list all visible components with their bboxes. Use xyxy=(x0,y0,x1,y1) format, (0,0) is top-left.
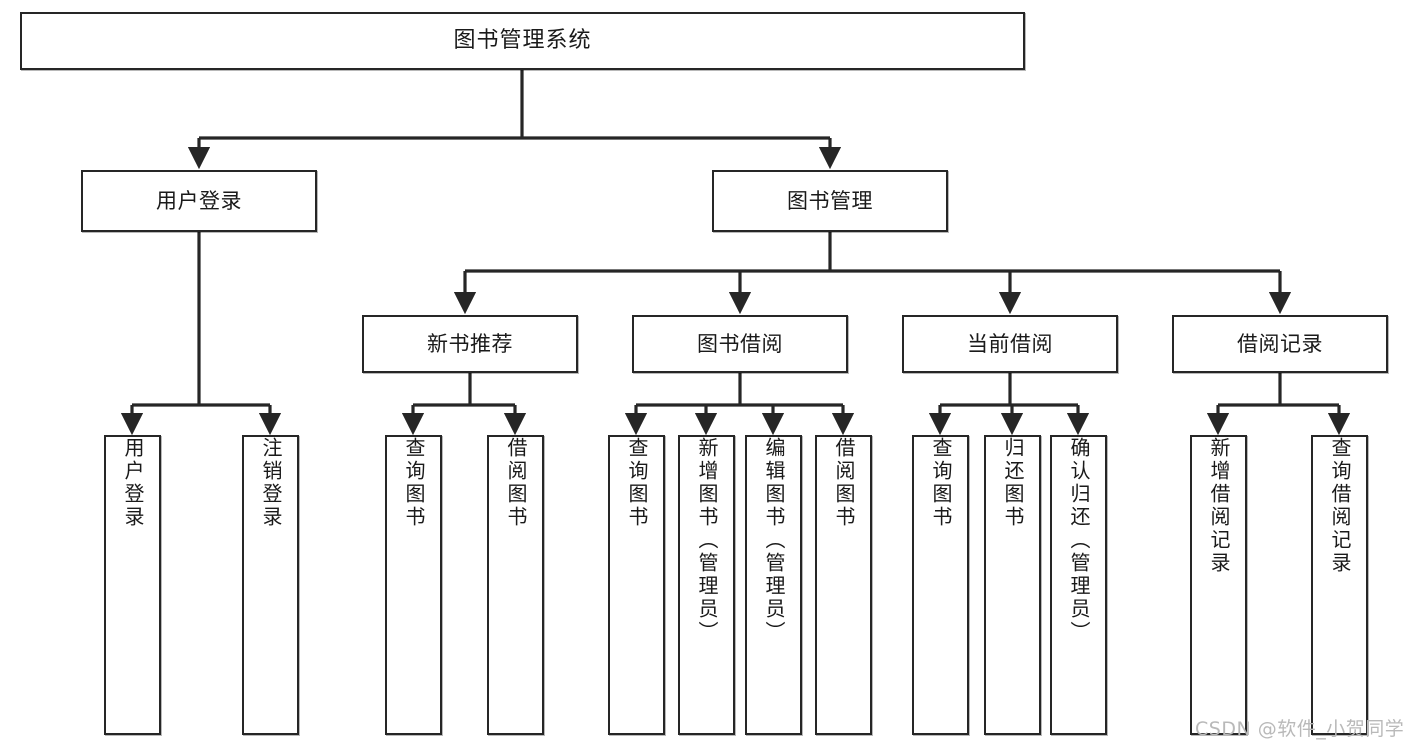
node-leaf-borrow-book-1[interactable]: 借阅图书 xyxy=(487,435,544,735)
node-root[interactable]: 图书管理系统 xyxy=(20,12,1025,70)
node-root-label: 图书管理系统 xyxy=(453,28,592,54)
node-leaf-add-record-label: 新增借阅记录 xyxy=(1207,437,1231,575)
node-leaf-confirm-return[interactable]: 确认归还（管理员） xyxy=(1050,435,1107,735)
node-new-book-rec-label: 新书推荐 xyxy=(427,331,513,356)
node-leaf-query-book-2[interactable]: 查询图书 xyxy=(608,435,665,735)
node-leaf-query-book-1-label: 查询图书 xyxy=(402,437,426,529)
node-current-borrow-label: 当前借阅 xyxy=(967,331,1053,356)
node-leaf-borrow-book-2[interactable]: 借阅图书 xyxy=(815,435,872,735)
node-leaf-user-login-label: 用户登录 xyxy=(121,437,145,529)
node-leaf-borrow-book-2-label: 借阅图书 xyxy=(832,437,856,529)
watermark-text: CSDN @软件_小贺同学 xyxy=(1195,718,1405,740)
node-user-login-label: 用户登录 xyxy=(156,188,242,213)
node-leaf-query-book-1[interactable]: 查询图书 xyxy=(385,435,442,735)
node-book-borrow-label: 图书借阅 xyxy=(697,331,783,356)
node-leaf-user-login[interactable]: 用户登录 xyxy=(104,435,161,735)
node-leaf-edit-book-label: 编辑图书（管理员） xyxy=(762,437,786,644)
node-leaf-query-book-2-label: 查询图书 xyxy=(625,437,649,529)
node-book-manage-label: 图书管理 xyxy=(787,188,873,213)
node-leaf-query-book-3[interactable]: 查询图书 xyxy=(912,435,969,735)
node-leaf-return-book[interactable]: 归还图书 xyxy=(984,435,1041,735)
node-leaf-confirm-return-label: 确认归还（管理员） xyxy=(1067,437,1091,644)
node-book-manage[interactable]: 图书管理 xyxy=(712,170,948,232)
node-current-borrow[interactable]: 当前借阅 xyxy=(902,315,1118,373)
node-leaf-query-book-3-label: 查询图书 xyxy=(929,437,953,529)
node-leaf-logout-label: 注销登录 xyxy=(259,437,283,529)
node-leaf-query-record-label: 查询借阅记录 xyxy=(1328,437,1352,575)
node-leaf-query-record[interactable]: 查询借阅记录 xyxy=(1311,435,1368,735)
node-leaf-return-book-label: 归还图书 xyxy=(1001,437,1025,529)
node-new-book-rec[interactable]: 新书推荐 xyxy=(362,315,578,373)
node-leaf-logout[interactable]: 注销登录 xyxy=(242,435,299,735)
node-leaf-add-record[interactable]: 新增借阅记录 xyxy=(1190,435,1247,735)
node-leaf-add-book-label: 新增图书（管理员） xyxy=(695,437,719,644)
node-leaf-edit-book[interactable]: 编辑图书（管理员） xyxy=(745,435,802,735)
node-borrow-record-label: 借阅记录 xyxy=(1237,331,1323,356)
node-borrow-record[interactable]: 借阅记录 xyxy=(1172,315,1388,373)
node-leaf-add-book[interactable]: 新增图书（管理员） xyxy=(678,435,735,735)
node-user-login[interactable]: 用户登录 xyxy=(81,170,317,232)
node-book-borrow[interactable]: 图书借阅 xyxy=(632,315,848,373)
node-leaf-borrow-book-1-label: 借阅图书 xyxy=(504,437,528,529)
